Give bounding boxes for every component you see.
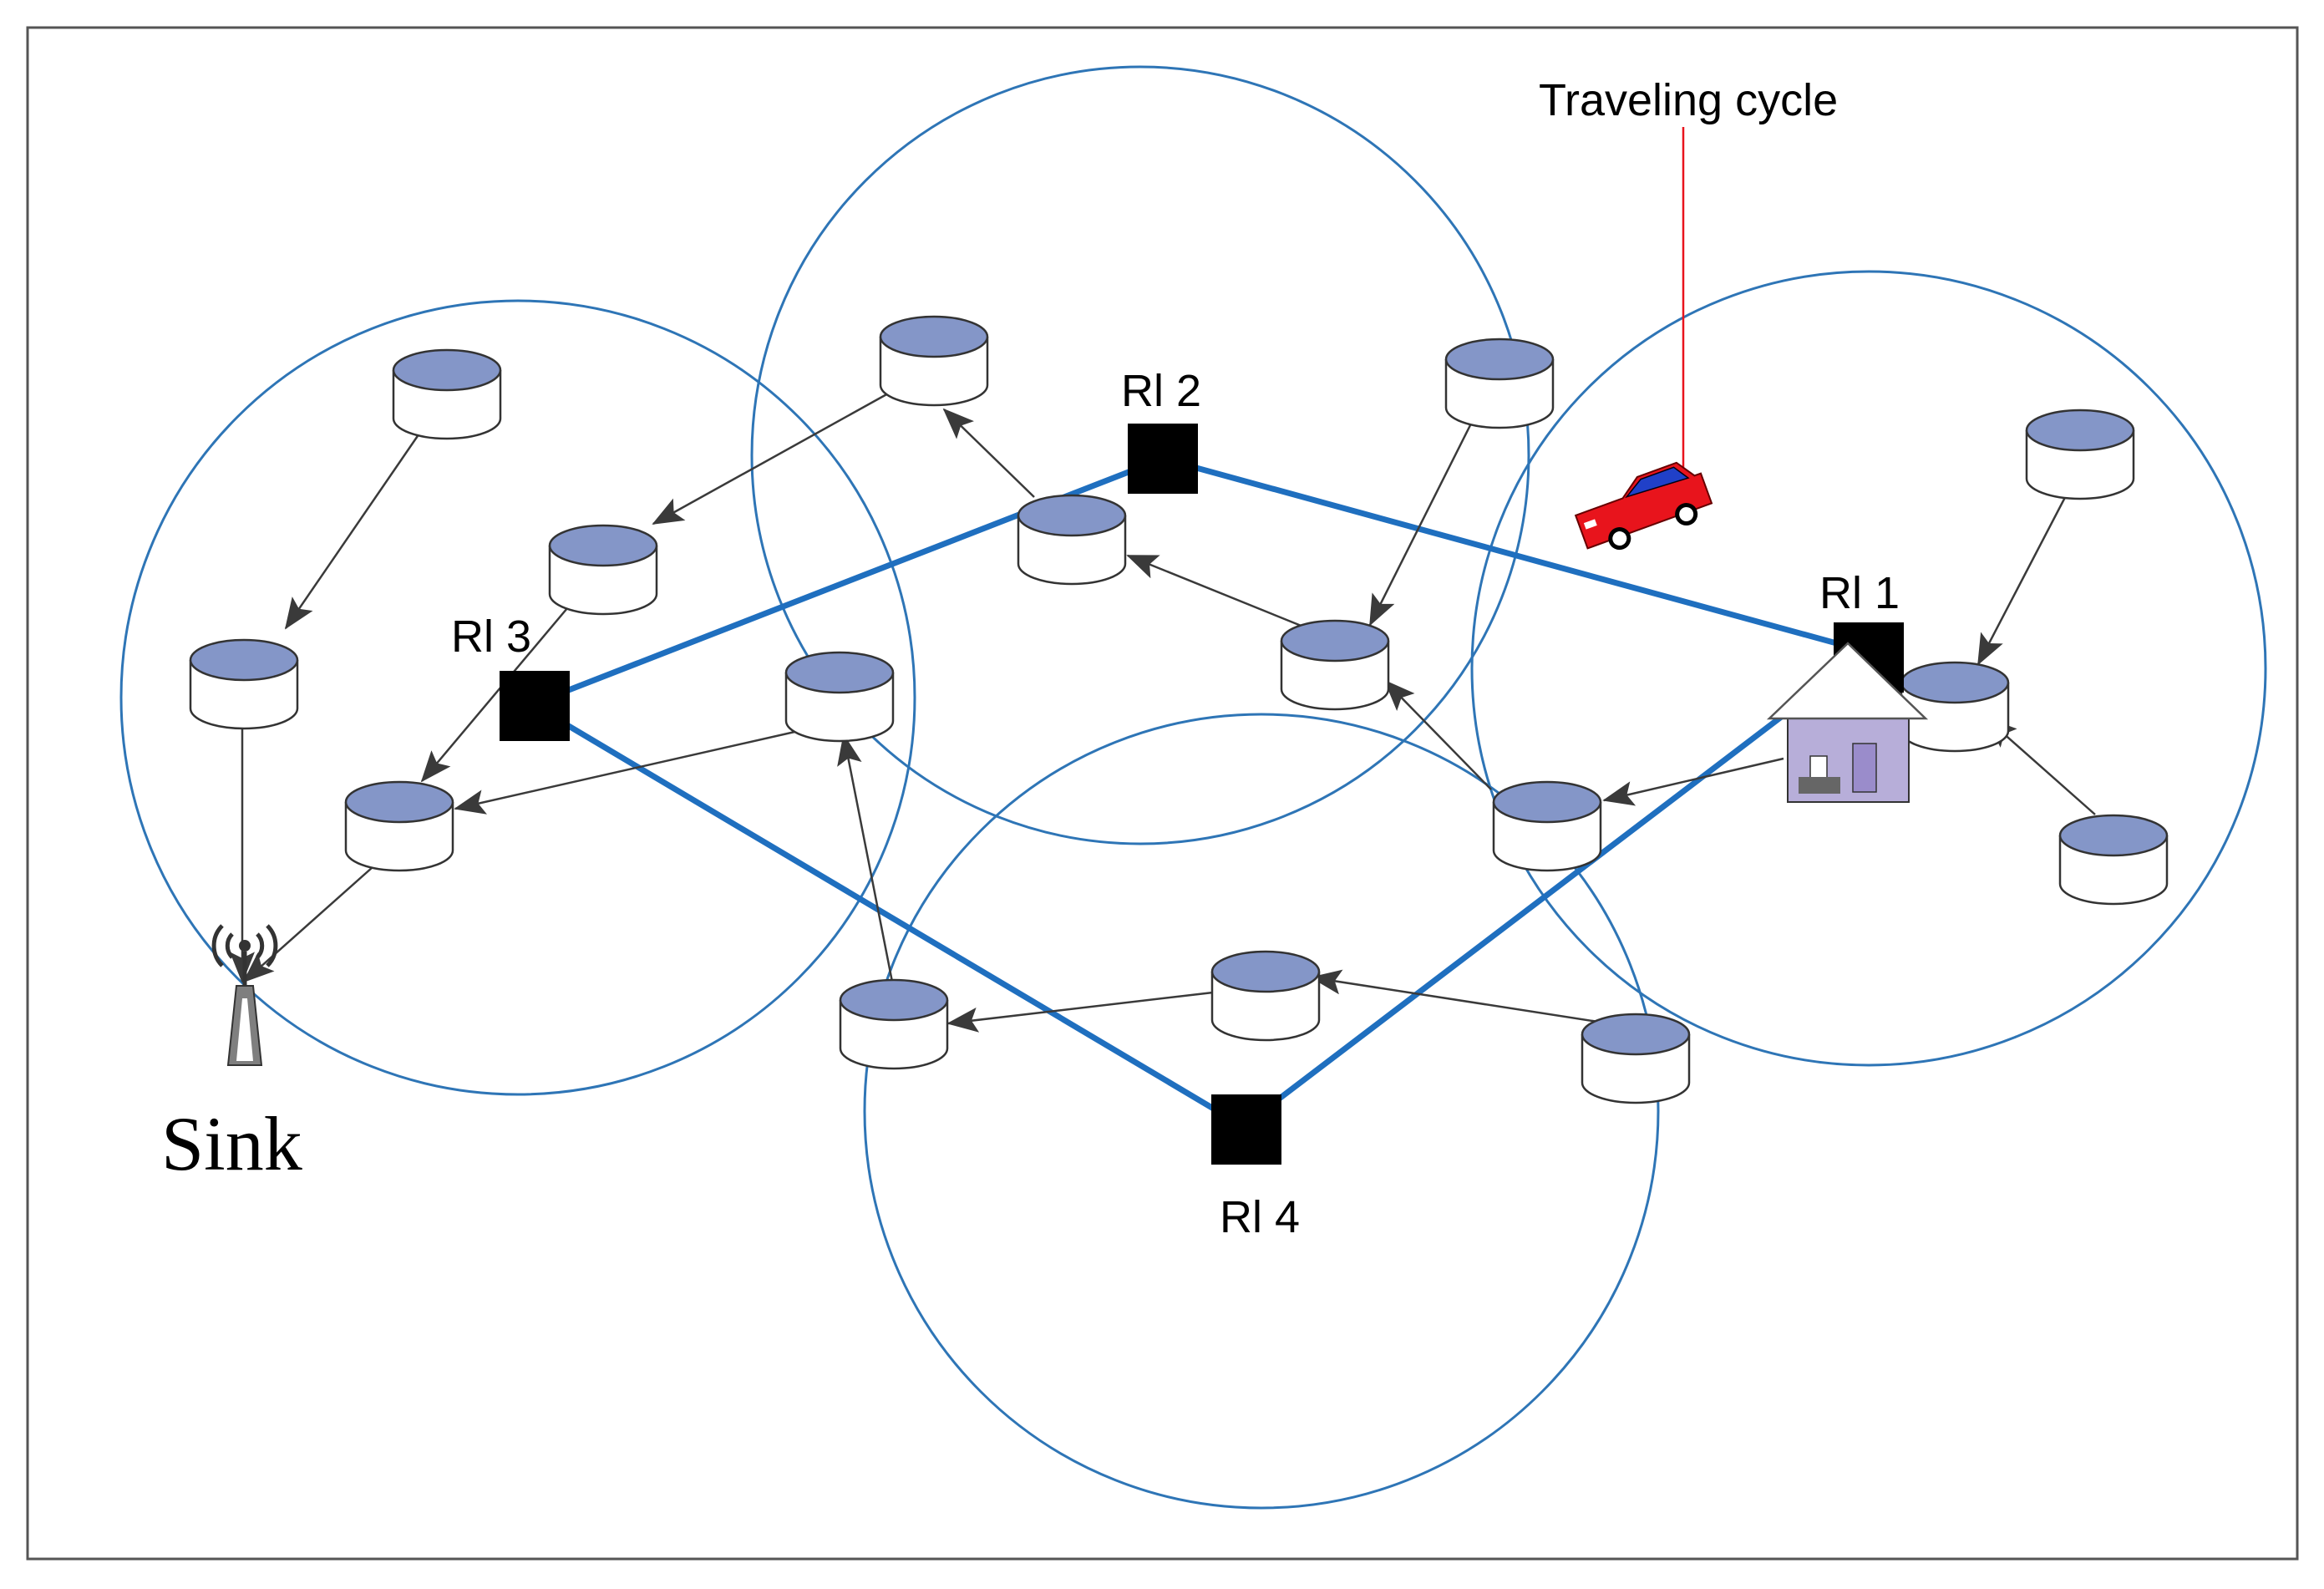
sink-label: Sink — [161, 1101, 302, 1186]
flow-arrow — [284, 399, 444, 630]
car-icon — [1574, 461, 1713, 551]
sensor-node-icon — [1581, 1013, 1691, 1104]
relay-rl2-icon — [1128, 424, 1198, 494]
sensor-node-icon — [1017, 494, 1127, 586]
sensor-node-icon — [2025, 409, 2135, 500]
range-circles — [119, 65, 2267, 1510]
house-icon — [1766, 642, 1929, 803]
traveling-cycle-label: Traveling cycle — [1539, 75, 1838, 125]
sensor-node-icon — [879, 315, 989, 407]
flow-arrow — [652, 391, 891, 525]
sensor-node-icon — [1280, 619, 1390, 711]
flow-arrow — [1383, 679, 1492, 790]
flow-arrow — [242, 860, 381, 983]
relay-rl3-label: Rl 3 — [451, 612, 531, 662]
range-circle-rl3 — [119, 299, 916, 1096]
flow-arrow — [454, 721, 836, 815]
data-flow-arrows — [230, 391, 2096, 1033]
flow-arrow — [837, 734, 894, 982]
flow-arrow — [1976, 484, 2073, 666]
sink-antenna-icon — [211, 924, 278, 1066]
relay-rl1-label: Rl 1 — [1819, 568, 1900, 618]
flow-arrow — [1310, 969, 1636, 1029]
relay-rl4-icon — [1211, 1094, 1281, 1165]
sensor-node-icon — [1210, 950, 1321, 1042]
diagram-frame — [26, 26, 2299, 1561]
sensor-node-icon — [344, 780, 454, 872]
sensor-node-icon — [2058, 814, 2169, 906]
relay-rl2-label: Rl 2 — [1121, 366, 1201, 416]
relay-rl3-icon — [500, 671, 570, 741]
sensor-node-icon — [548, 524, 658, 616]
sensor-node-icon — [839, 978, 949, 1070]
flow-arrow — [946, 991, 1214, 1033]
range-circle-rl2 — [750, 65, 1530, 845]
sensor-node-icon — [392, 348, 502, 440]
range-circle-rl1 — [1470, 270, 2267, 1067]
sensor-node-icon — [1900, 661, 2010, 753]
relay-rl4-label: Rl 4 — [1220, 1192, 1300, 1242]
sensor-node-icon — [784, 651, 895, 743]
sensor-node-icon — [189, 638, 299, 730]
relay-nodes — [500, 424, 1904, 1165]
sensor-node-icon — [1444, 338, 1555, 429]
range-circle-rl4 — [863, 713, 1660, 1510]
flow-arrow — [942, 408, 1035, 498]
flow-arrow — [420, 597, 577, 783]
flow-arrow — [1126, 554, 1304, 628]
flow-arrow — [1602, 757, 1784, 806]
flow-arrow — [1368, 421, 1474, 627]
sensor-node-icon — [1492, 780, 1602, 872]
